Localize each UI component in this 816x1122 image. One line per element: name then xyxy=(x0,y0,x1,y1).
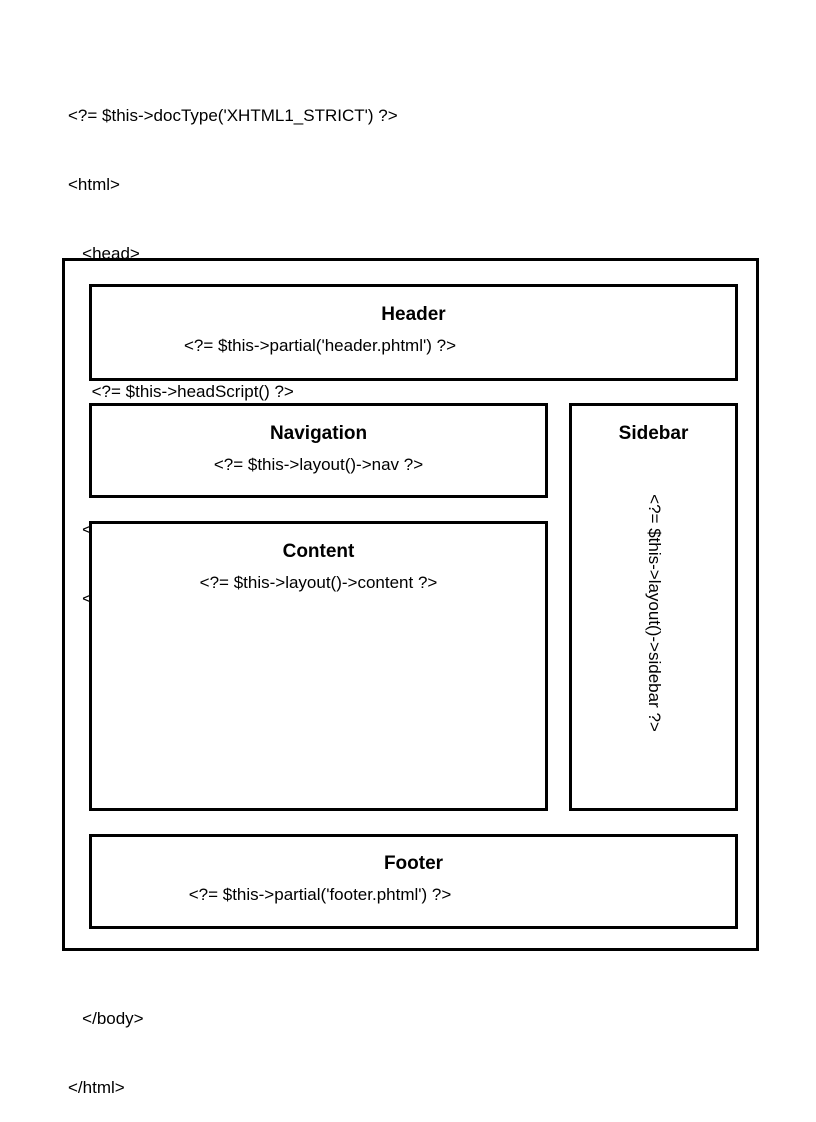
code-line-html-close: </html> xyxy=(68,1078,125,1097)
region-header-title: Header xyxy=(381,304,446,325)
region-navigation-title: Navigation xyxy=(269,423,368,444)
region-sidebar-code: <?= $this->layout()->sidebar ?> xyxy=(644,494,664,732)
region-sidebar-code-wrapper: <?= $this->layout()->sidebar ?> xyxy=(572,458,735,808)
region-sidebar: Sidebar <?= $this->layout()->sidebar ?> xyxy=(569,403,738,811)
code-line-head-script: <?= $this->headScript() ?> xyxy=(68,382,294,401)
region-header-code: <?= $this->partial('header.phtml') ?> xyxy=(183,336,457,355)
layout-frame: Header <?= $this->partial('header.phtml'… xyxy=(62,258,759,951)
region-footer-title: Footer xyxy=(383,853,444,874)
region-header: Header <?= $this->partial('header.phtml'… xyxy=(89,284,738,381)
region-navigation-code: <?= $this->layout()->nav ?> xyxy=(213,455,424,474)
region-footer: Footer <?= $this->partial('footer.phtml'… xyxy=(89,834,738,929)
region-content: Content <?= $this->layout()->content ?> xyxy=(89,521,548,811)
region-navigation: Navigation <?= $this->layout()->nav ?> xyxy=(89,403,548,498)
region-content-code: <?= $this->layout()->content ?> xyxy=(199,573,438,592)
code-line-doctype: <?= $this->docType('XHTML1_STRICT') ?> xyxy=(68,106,398,125)
region-sidebar-title: Sidebar xyxy=(618,423,689,444)
bottom-code-block: </body> </html> xyxy=(68,961,144,1122)
region-footer-code: <?= $this->partial('footer.phtml') ?> xyxy=(188,885,452,904)
code-line-html-open: <html> xyxy=(68,175,120,194)
code-line-body-close: </body> xyxy=(68,1009,144,1028)
region-content-title: Content xyxy=(282,541,355,562)
